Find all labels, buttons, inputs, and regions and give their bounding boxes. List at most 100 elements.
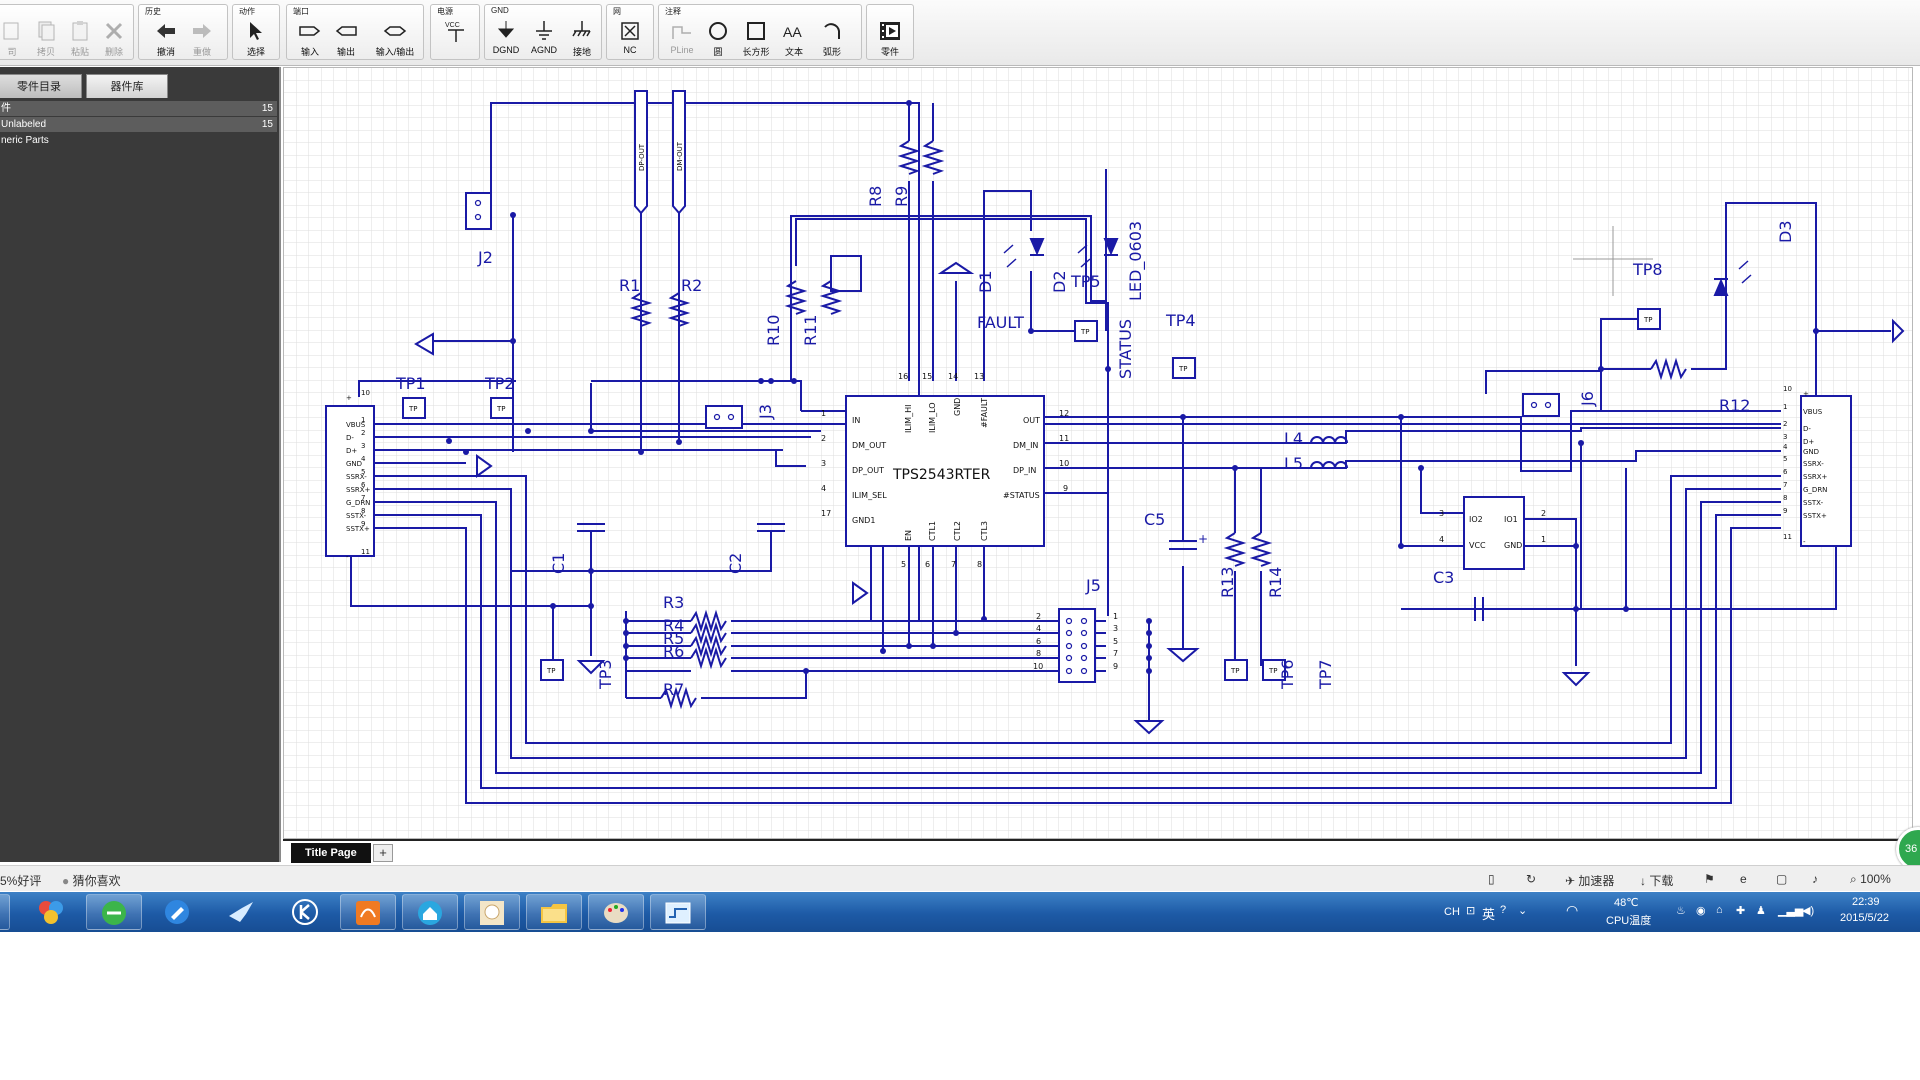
tab-title-page[interactable]: Title Page — [291, 843, 371, 863]
undo-button[interactable]: 撤消 — [149, 19, 183, 59]
test-point[interactable]: TP — [402, 397, 426, 419]
ime-icon[interactable]: ⊡ — [1466, 905, 1476, 917]
speaker-icon[interactable]: ◀) — [1802, 905, 1815, 917]
taskbar-bird-app[interactable] — [214, 894, 270, 930]
svg-text:CTL2: CTL2 — [953, 521, 962, 541]
add-page-button[interactable]: + — [373, 844, 393, 862]
signal-icon[interactable]: ▁▃▅ — [1778, 905, 1804, 917]
usb-right-pin-label: 7 — [1783, 481, 1787, 489]
ic-tps2543[interactable]: TPS2543RTER IN DM_OUT DP_OUT ILIM_SEL GN… — [821, 372, 1069, 569]
taskbar-pen-app[interactable] — [150, 894, 206, 930]
no-connect-button[interactable]: NC — [613, 19, 647, 59]
tree-item-generic-parts[interactable]: neric Parts — [1, 135, 49, 146]
guess-like-link[interactable]: ● 猜你喜欢 — [62, 874, 121, 888]
tray-app-icon-4[interactable]: ✚ — [1736, 905, 1746, 917]
select-button[interactable]: 选择 — [239, 19, 273, 59]
schematic-canvas[interactable]: TPS2543RTER IN DM_OUT DP_OUT ILIM_SEL GN… — [283, 67, 1913, 839]
test-point[interactable]: TP — [490, 397, 514, 419]
app-icon-colorful[interactable] — [24, 894, 70, 930]
cut-button[interactable]: 司 — [0, 19, 29, 59]
wifi-icon[interactable]: ◠ — [1566, 902, 1579, 918]
taskbar-pdf-app[interactable] — [340, 894, 396, 930]
clock-date[interactable]: 2015/5/22 — [1840, 912, 1889, 924]
svg-text:R10: R10 — [764, 315, 783, 346]
window-icon[interactable]: ▢ — [1776, 872, 1788, 886]
schematic-drawing: TPS2543RTER IN DM_OUT DP_OUT ILIM_SEL GN… — [284, 68, 1912, 838]
redo-button[interactable]: 重做 — [185, 19, 219, 59]
usb3-connector-left[interactable]: +10VBUS1D-2D+3GND4SSRX-5SSRX+6G_DRN7SSTX… — [325, 389, 375, 561]
tray-app-icon-1[interactable]: ♨ — [1676, 905, 1686, 917]
usb-left-pin-label: 11 — [361, 548, 370, 556]
text-button[interactable]: AA 文本 — [777, 19, 811, 59]
test-point[interactable]: TP — [1637, 308, 1661, 330]
volume-icon[interactable]: ♪ — [1812, 872, 1818, 886]
refresh-icon[interactable]: ↻ — [1526, 872, 1537, 886]
text-icon: AA — [783, 24, 802, 40]
tray-app-icon-2[interactable]: ◉ — [1696, 905, 1706, 917]
zoom-control[interactable]: ⌕ 100% — [1850, 872, 1891, 886]
tree-item-unlabeled[interactable]: Unlabeled 15 — [0, 117, 277, 132]
arc-icon — [824, 23, 840, 39]
header-j5[interactable]: 2 4 6 8 10 1 3 5 7 9 — [1033, 608, 1118, 683]
bidir-port-button[interactable]: 输入/输出 — [371, 19, 419, 59]
taskbar-k-app[interactable] — [278, 894, 334, 930]
flag-icon[interactable]: ⚑ — [1704, 872, 1715, 886]
phone-icon[interactable]: ▯ — [1488, 872, 1495, 886]
ime-mode[interactable]: 英 — [1482, 907, 1496, 922]
windows-taskbar: CH ⊡ 英 ? ⌄ ◠ 48℃ CPU温度 ♨ ◉ ⌂ ✚ ♟ ▁▃▅ ◀) … — [0, 892, 1920, 932]
crosshair-cursor — [1573, 226, 1653, 296]
taskbar-360-browser[interactable] — [86, 894, 142, 930]
polyline-button[interactable]: PLine — [665, 19, 699, 59]
output-port-button[interactable]: 输出 — [329, 19, 363, 59]
tray-app-icon-5[interactable]: ♟ — [1756, 905, 1766, 917]
esd-ic-c3[interactable]: IO2 VCC IO1 GND 3 4 2 1 — [1439, 496, 1546, 570]
svg-text:FAULT: FAULT — [977, 313, 1024, 332]
help-icon[interactable]: ? — [1500, 904, 1507, 916]
taskbar-house-app[interactable] — [402, 894, 458, 930]
svg-text:12: 12 — [1059, 409, 1069, 418]
svg-text:R5: R5 — [663, 629, 684, 648]
test-point[interactable]: TP — [1224, 659, 1248, 681]
usb3-connector-right[interactable]: +10VBUS1D-2D+3GND4SSRX-5SSRX+6G_DRN7SSTX… — [1783, 385, 1852, 547]
tab-device-library[interactable]: 器件库 — [86, 74, 168, 98]
ie-icon[interactable]: e — [1740, 872, 1747, 886]
test-point[interactable]: TP — [1262, 659, 1286, 681]
usb-right-pin-label: 3 — [1783, 433, 1787, 441]
clock-time[interactable]: 22:39 — [1852, 896, 1880, 908]
parts-film-icon — [880, 22, 900, 40]
taskbar-paint-app[interactable] — [588, 894, 644, 930]
rectangle-button[interactable]: 长方形 — [739, 19, 773, 59]
usb-left-pin-label: SSRX- — [346, 473, 367, 481]
copy-button[interactable]: 拷贝 — [29, 19, 63, 59]
parts-button[interactable]: 零件 — [873, 19, 907, 59]
taskbar-avatar-app[interactable] — [464, 894, 520, 930]
taskbar-explorer[interactable] — [526, 894, 582, 930]
test-point[interactable]: TP — [540, 659, 564, 681]
test-point[interactable]: TP — [1074, 320, 1098, 342]
accelerator-button[interactable]: ✈ 加速器 — [1565, 874, 1615, 888]
paste-button[interactable]: 粘贴 — [63, 19, 97, 59]
delete-button[interactable]: 删除 — [97, 19, 131, 59]
taskbar-schematic-app[interactable] — [650, 894, 706, 930]
input-port-button[interactable]: 输入 — [293, 19, 327, 59]
history-group: 历史 撤消 重做 — [138, 4, 228, 60]
vcc-button[interactable]: VCC — [439, 19, 473, 59]
svg-text:AA: AA — [783, 24, 802, 40]
tab-parts-catalog[interactable]: 零件目录 — [0, 74, 82, 98]
download-button[interactable]: ↓ 下载 — [1640, 874, 1674, 888]
chevron-down-icon[interactable]: ⌄ — [1518, 905, 1528, 917]
usb-left-pin-label: 9 — [361, 520, 365, 528]
svg-text:4: 4 — [821, 484, 826, 493]
test-point[interactable]: TP — [1172, 357, 1196, 379]
language-indicator[interactable]: CH — [1444, 906, 1460, 918]
dgnd-button[interactable]: DGND — [489, 19, 523, 59]
start-orb-partial[interactable] — [0, 894, 10, 930]
earth-ground-button[interactable]: 接地 — [565, 19, 599, 59]
agnd-button[interactable]: AGND — [527, 19, 561, 59]
tray-app-icon-3[interactable]: ⌂ — [1716, 904, 1723, 916]
usb-left-pin-label: + — [346, 394, 352, 402]
ground-symbols — [414, 261, 1905, 735]
circle-button[interactable]: 圆 — [701, 19, 735, 59]
arc-button[interactable]: 弧形 — [815, 19, 849, 59]
tree-item-all[interactable]: 件 15 — [0, 101, 277, 116]
